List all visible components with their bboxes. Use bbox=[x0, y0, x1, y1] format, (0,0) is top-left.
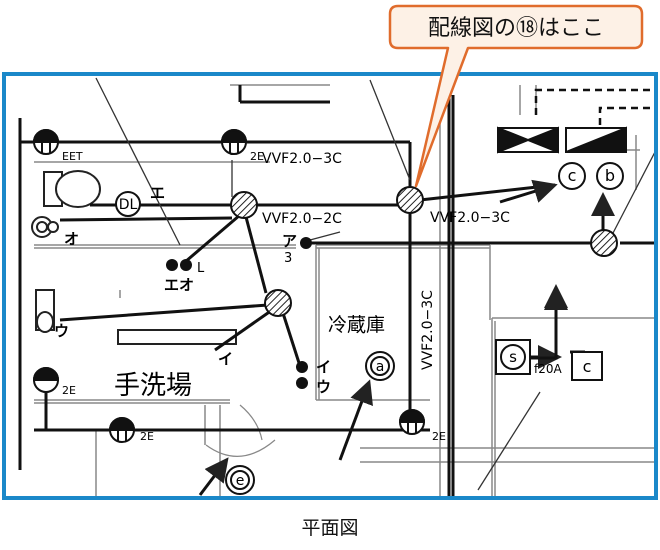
door-swing bbox=[205, 439, 276, 457]
callout: 配線図の⑱はここ bbox=[388, 4, 644, 188]
2e-left-label: 2E bbox=[62, 384, 76, 397]
c-box bbox=[571, 351, 603, 381]
cable-label-vertical: VVF2.0−3C bbox=[420, 290, 436, 370]
switch-u-label: ウ bbox=[54, 322, 69, 340]
fixture-sketches bbox=[35, 170, 237, 345]
cable-label-middle-left: VVF2.0−2C bbox=[262, 211, 342, 227]
switch-e-label: エ bbox=[150, 184, 165, 202]
2e-top-label: 2E bbox=[250, 150, 264, 163]
2e-bottom-right-label: 2E bbox=[432, 430, 446, 443]
f20a-label: f20A bbox=[534, 362, 562, 376]
room-label-fridge: 冷蔵庫 bbox=[328, 314, 385, 336]
switch-eo-label: エオ bbox=[164, 276, 194, 294]
cable-label-middle-right: VVF2.0−3C bbox=[430, 210, 510, 226]
ceiling-fans bbox=[497, 126, 627, 154]
callout-text: 配線図の⑱はここ bbox=[428, 16, 604, 41]
c-box-label: c bbox=[583, 357, 592, 376]
switch-i-label: イ bbox=[218, 350, 233, 368]
sink-symbol bbox=[31, 216, 59, 238]
b-circle-label: b bbox=[605, 166, 615, 185]
three-label: 3 bbox=[284, 251, 292, 266]
light-fixtures bbox=[32, 129, 426, 443]
switch-a-label: ア bbox=[282, 232, 297, 250]
switch-o-label: オ bbox=[64, 230, 79, 248]
s-box-label: s bbox=[509, 348, 517, 366]
switch-dots bbox=[166, 237, 312, 389]
dashed-wiring bbox=[534, 88, 656, 125]
symbol-circles bbox=[115, 162, 624, 495]
a-circle-label: a bbox=[376, 359, 385, 375]
cable-label-top: VVF2.0−3C bbox=[262, 151, 342, 167]
plan-frame bbox=[2, 72, 658, 500]
e-circle-label: e bbox=[236, 473, 245, 489]
l-label: L bbox=[197, 261, 205, 276]
2e-bottom-left-label: 2E bbox=[140, 430, 154, 443]
leader-lines bbox=[95, 77, 656, 491]
room-label-washroom: 手洗場 bbox=[114, 371, 192, 401]
wall-outlines bbox=[34, 84, 656, 498]
dl-label: DL bbox=[119, 197, 138, 213]
eet-label: EET bbox=[62, 150, 83, 163]
c-circle-label: c bbox=[568, 166, 577, 185]
switch-u-right-label: ウ bbox=[316, 378, 331, 396]
wiring bbox=[18, 85, 656, 498]
switch-i-right-label: イ bbox=[316, 358, 331, 376]
caption: 平面図 bbox=[301, 517, 358, 539]
junction-boxes bbox=[230, 186, 618, 317]
